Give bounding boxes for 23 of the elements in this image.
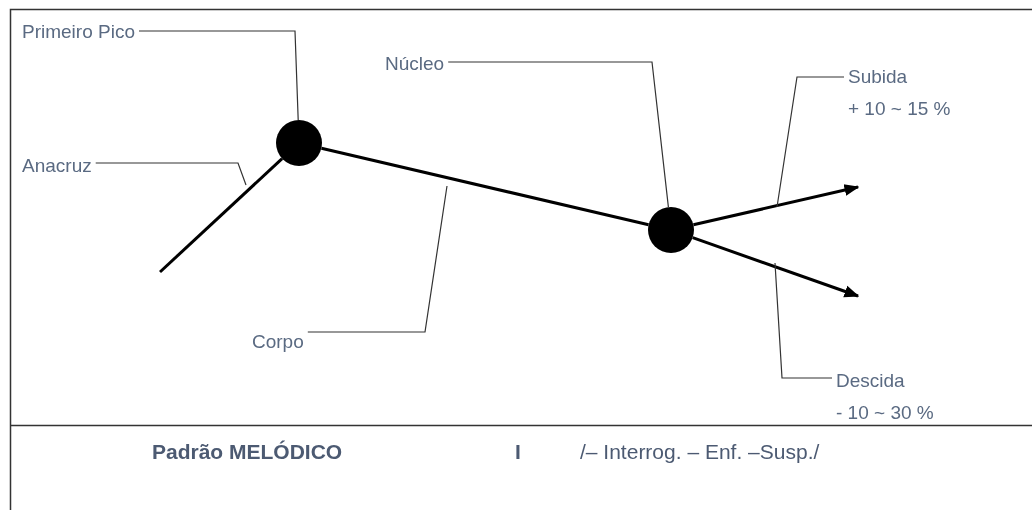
intonation-types: /– Interrog. – Enf. –Susp./ <box>580 440 820 464</box>
pitch-dot <box>648 207 694 253</box>
leader-line <box>95 162 247 186</box>
percentage-label: - 10 ~ 30 % <box>836 401 934 425</box>
part-label: Descida <box>836 369 905 393</box>
leader-line <box>776 76 845 208</box>
leader-line <box>774 262 833 379</box>
arrow <box>692 236 860 298</box>
arrow <box>693 184 860 227</box>
part-label: Subida <box>848 65 908 89</box>
percentage-label: + 10 ~ 15 % <box>848 97 951 121</box>
melody-line <box>159 157 284 274</box>
part-label: Corpo <box>252 330 304 354</box>
leader-line <box>447 61 669 208</box>
part-label: Primeiro Pico <box>22 20 135 44</box>
part-label: Núcleo <box>385 52 445 76</box>
leader-line <box>138 30 299 121</box>
melody-line <box>321 146 649 227</box>
pitch-dot <box>276 120 322 166</box>
leader-line <box>307 185 448 333</box>
part-label: Anacruz <box>22 154 92 178</box>
pattern-number: I <box>515 440 521 464</box>
pattern-title: Padrão MELÓDICO <box>152 440 343 464</box>
